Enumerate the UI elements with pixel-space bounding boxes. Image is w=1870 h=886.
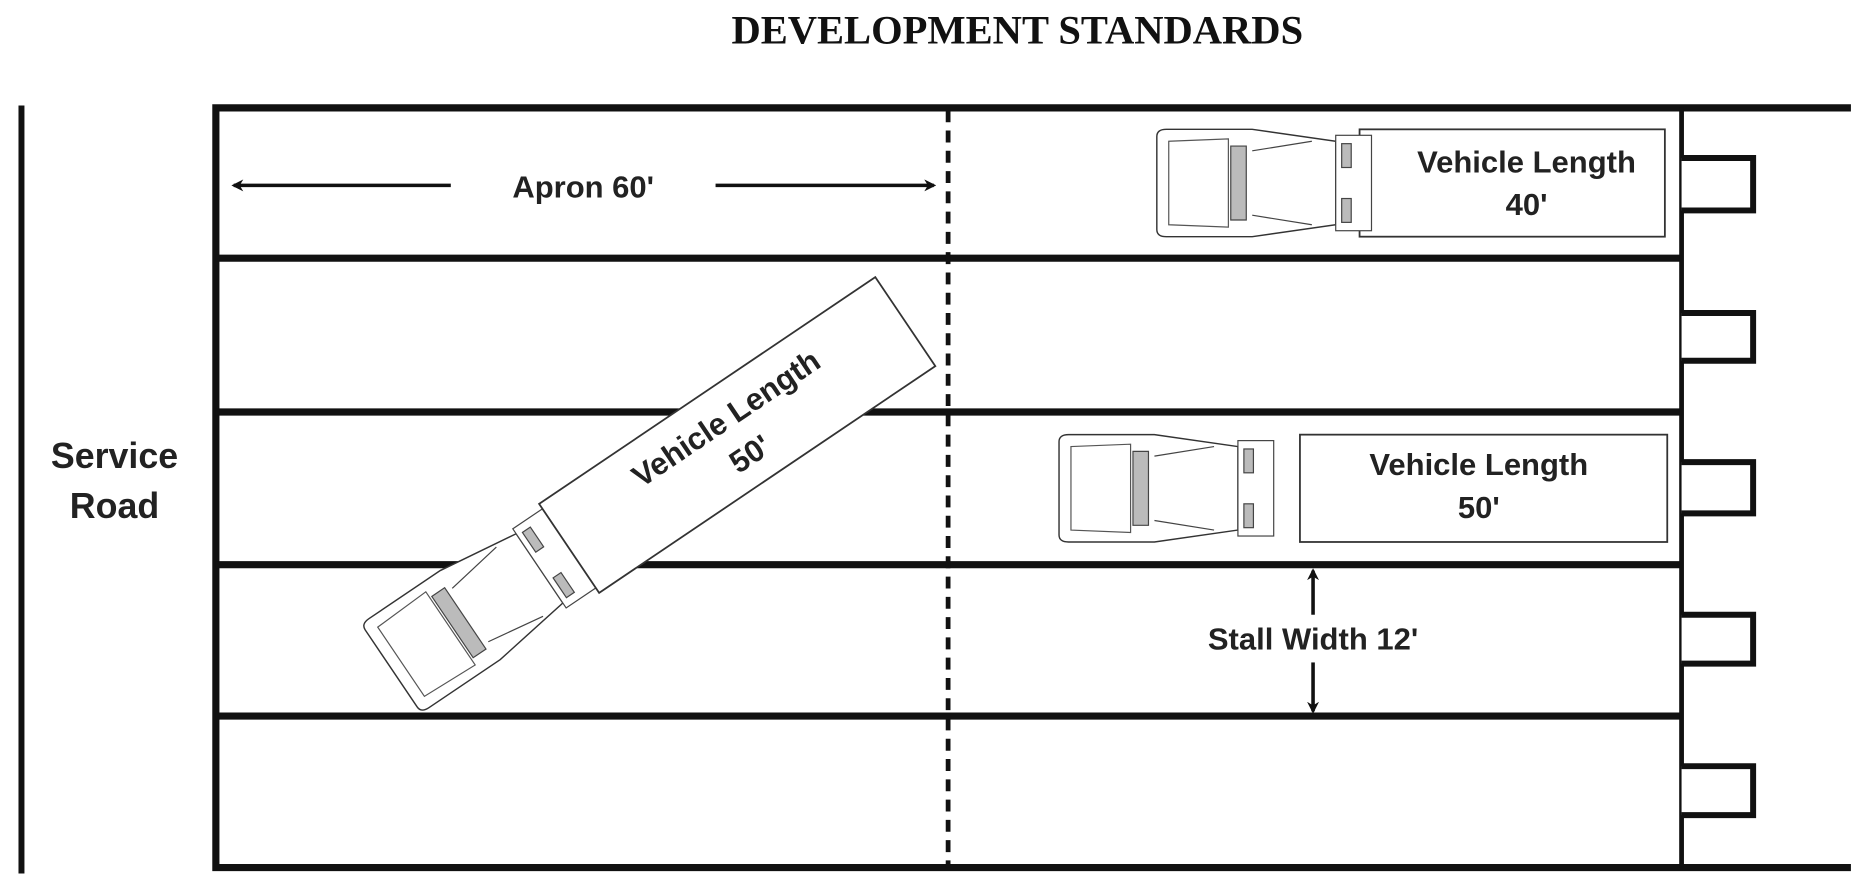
apron-label: Apron 60': [512, 169, 654, 204]
vehicle-40-length: 40': [1506, 187, 1548, 222]
vehicle-50ft-angled: Vehicle Length 50': [360, 275, 937, 714]
dock-doors: [1681, 154, 1757, 819]
stall-width-label: Stall Width 12': [1208, 621, 1418, 656]
apron-dimension: Apron 60': [231, 169, 937, 204]
vehicle-50-length: 50': [1458, 490, 1500, 525]
service-road-label-1: Service: [51, 436, 178, 476]
diagram-title: DEVELOPMENT STANDARDS: [731, 7, 1303, 52]
service-road-label-2: Road: [70, 486, 159, 526]
vehicle-50ft-straight: Vehicle Length 50': [1058, 433, 1669, 543]
vehicle-50-label: Vehicle Length: [1369, 447, 1588, 482]
vehicle-40ft: Vehicle Length 40': [1156, 128, 1666, 238]
stall-width-dimension: Stall Width 12': [1208, 568, 1418, 714]
vehicle-40-label: Vehicle Length: [1417, 144, 1636, 179]
